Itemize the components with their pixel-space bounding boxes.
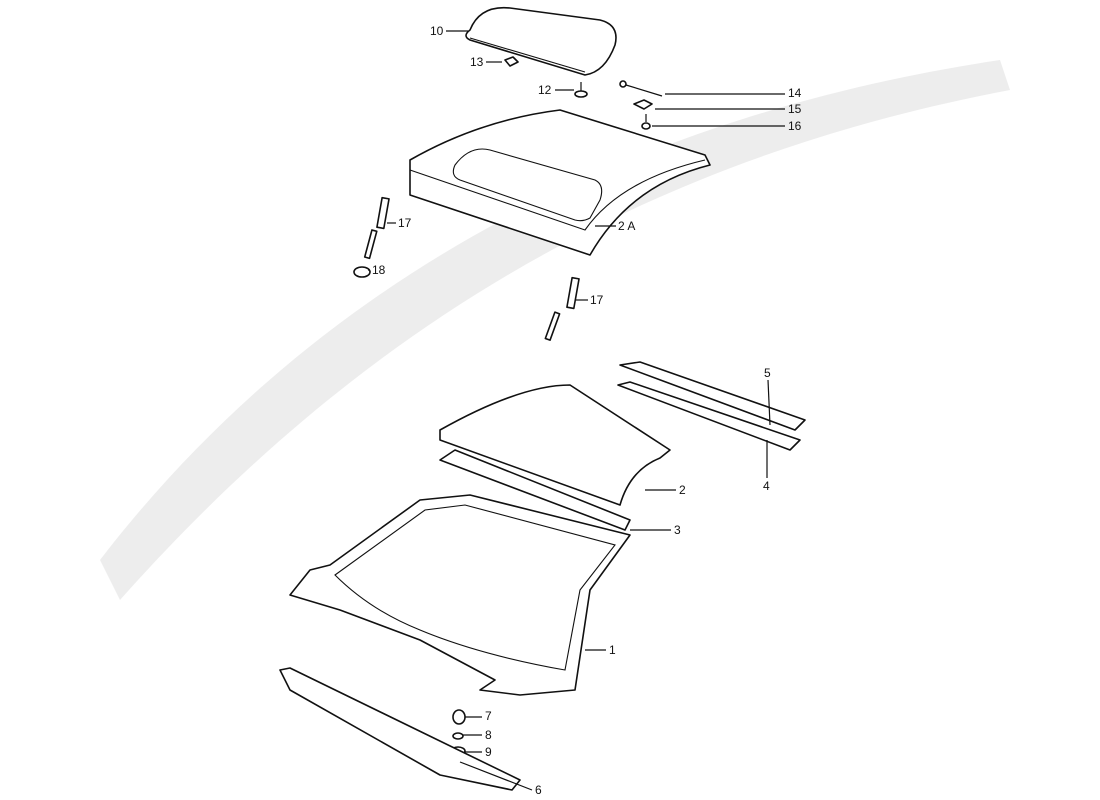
callout-14: 14 [788, 86, 802, 100]
bolt-12 [574, 82, 588, 98]
bracket-15 [633, 99, 653, 110]
leader-lines [368, 30, 785, 791]
frame-1 [289, 494, 631, 696]
callout-8: 8 [485, 728, 492, 742]
roof-2 [439, 384, 671, 506]
clip-13 [504, 56, 519, 67]
callout-1: 1 [609, 643, 616, 657]
pin-17b [544, 276, 580, 341]
callout-17b: 17 [590, 293, 604, 307]
callout-3: 3 [674, 523, 681, 537]
grommet-18 [353, 266, 371, 278]
callout-6: 6 [535, 783, 542, 797]
callout-15: 15 [788, 102, 802, 116]
callout-10: 10 [430, 24, 444, 38]
strip-5 [619, 361, 806, 431]
washer-8 [452, 732, 464, 740]
callout-12: 12 [538, 83, 552, 97]
roof-panel-10 [465, 6, 617, 76]
callout-4: 4 [763, 479, 770, 493]
callout-16: 16 [788, 119, 802, 133]
callout-9: 9 [485, 745, 492, 759]
strip-4 [617, 381, 801, 451]
roof-2a [409, 109, 711, 256]
callout-17: 17 [398, 216, 412, 230]
callout-2: 2 [679, 483, 686, 497]
callout-5: 5 [764, 366, 771, 380]
screw-7 [452, 709, 466, 725]
callout-13: 13 [470, 55, 484, 69]
callout-2a: 2 A [618, 219, 636, 233]
callout-18: 18 [372, 263, 386, 277]
pin-17 [363, 196, 390, 260]
strip-3 [439, 449, 631, 531]
rod-14 [619, 80, 663, 97]
screw-16 [641, 114, 651, 130]
callout-7: 7 [485, 709, 492, 723]
trim-6 [279, 667, 521, 791]
